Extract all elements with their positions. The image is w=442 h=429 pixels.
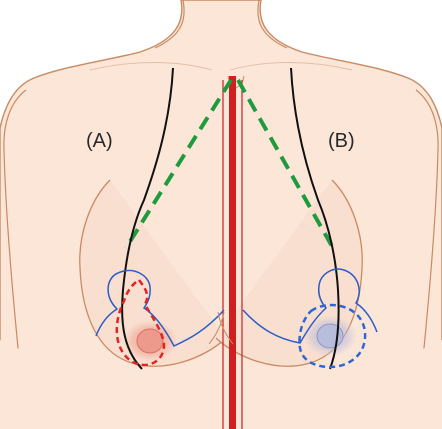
label-a: (A) bbox=[86, 130, 113, 152]
right-nipple bbox=[317, 324, 343, 348]
midline-red-band bbox=[229, 76, 236, 429]
left-nipple bbox=[137, 329, 163, 353]
label-b: (B) bbox=[328, 130, 355, 152]
